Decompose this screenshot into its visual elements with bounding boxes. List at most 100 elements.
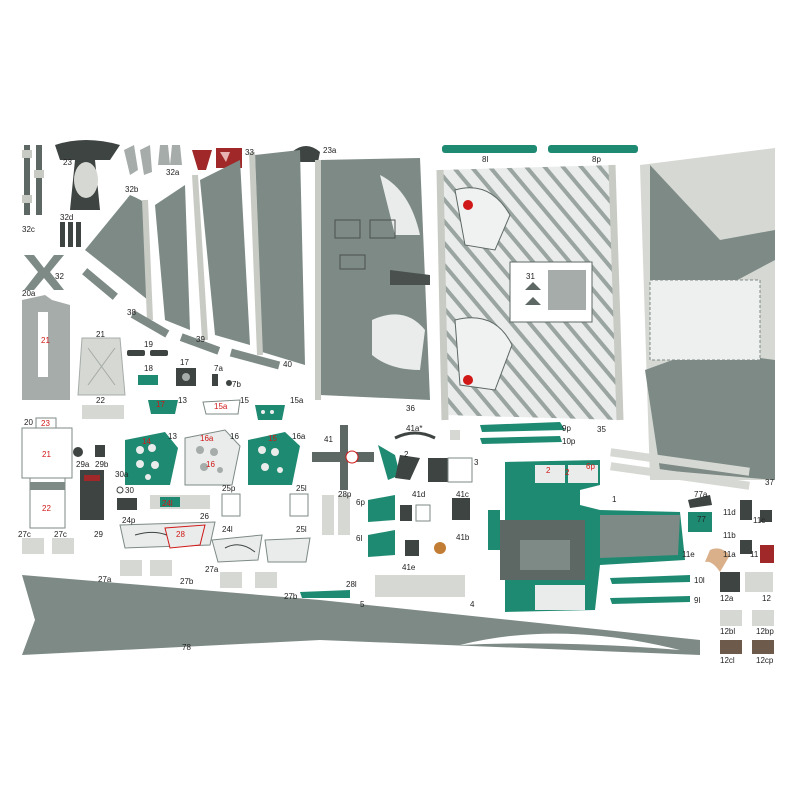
- part-label-9l: 9l: [694, 596, 701, 605]
- part-label-32d: 32d: [60, 213, 74, 222]
- part-label-9p: 9p: [562, 424, 571, 433]
- part-label-32a: 32a: [166, 168, 180, 177]
- part-label-25l: 25l: [296, 484, 307, 493]
- part-label-10p: 10p: [562, 437, 576, 446]
- part-label-23: 23: [63, 158, 72, 167]
- part-label-27b-2: 27b: [284, 592, 298, 601]
- part-label-32: 32: [55, 272, 64, 281]
- part-label-77: 77: [697, 515, 706, 524]
- panel-15a: [202, 399, 241, 415]
- part-label-29a: 29a: [76, 460, 90, 469]
- strip-part-5: [300, 590, 350, 598]
- part-29-box: [80, 470, 104, 520]
- clamp-parts-32d: [60, 222, 81, 247]
- parts-9p-10p: [480, 422, 565, 444]
- part-label-15a: 15a: [290, 396, 304, 405]
- part-mark-16a: 16a: [200, 434, 214, 443]
- cockpit-side-25l: [264, 537, 311, 563]
- part-label-5: 5: [360, 600, 365, 609]
- seat-base-20: [21, 417, 73, 529]
- part-label-8l: 8l: [482, 155, 489, 164]
- part-label-13: 13: [168, 432, 177, 441]
- part-label-10l: 10l: [694, 576, 705, 585]
- part-mark-28: 28: [176, 530, 185, 539]
- part-label-11d: 11d: [723, 508, 736, 517]
- part-label-12bl: 12bl: [720, 627, 736, 636]
- tiny-parts-7: [212, 374, 232, 386]
- part-mark-17: 17: [156, 400, 165, 409]
- part-label-19: 19: [144, 340, 153, 349]
- part-label-7b: 7b: [232, 380, 241, 389]
- part-label-32c: 32c: [22, 225, 35, 234]
- part-label-15: 15: [240, 396, 249, 405]
- part-label-8p: 8p: [592, 155, 601, 164]
- part-mark-2b: 2: [565, 468, 570, 477]
- part-label-27a-2: 27a: [205, 565, 219, 574]
- rib-parts-38-40: [82, 150, 305, 370]
- parts-29a-29b: [73, 445, 105, 457]
- instrument-17: [176, 368, 196, 386]
- part-label-11: 11: [750, 550, 759, 559]
- seat-back-20a: [22, 295, 70, 400]
- part-label-18: 18: [144, 364, 153, 373]
- part-label-29: 29: [94, 530, 103, 539]
- part-label-16a: 16a: [292, 432, 306, 441]
- cockpit-side-28: [164, 524, 206, 549]
- part-label-41: 41: [324, 435, 333, 444]
- part-label-11e: 11e: [682, 550, 695, 559]
- part-mark-23: 23: [41, 419, 50, 428]
- part-label-12: 12: [762, 594, 771, 603]
- fuselage-panel-36: [315, 158, 430, 400]
- part-label-78: 78: [182, 643, 191, 652]
- bar-parts-8: [442, 145, 638, 153]
- part-label-32b: 32b: [125, 185, 139, 194]
- cockpit-side-24l: [211, 534, 263, 563]
- part-label-30a: 30a: [115, 470, 129, 479]
- part-label-7a: 7a: [214, 364, 223, 373]
- parts-30: [116, 486, 137, 510]
- part-mark-15: 15: [268, 434, 277, 443]
- part-label-24l: 24l: [222, 525, 233, 534]
- fuselage-panel-35: [436, 164, 624, 421]
- small-parts-19-18: [127, 350, 168, 385]
- part-label-21: 21: [96, 330, 105, 339]
- part-mark-16: 16: [206, 460, 215, 469]
- part-label-39: 39: [196, 335, 205, 344]
- part-label-3: 3: [474, 458, 479, 467]
- part-label-41b: 41b: [456, 533, 470, 542]
- part-label-12cp: 12cp: [756, 656, 774, 665]
- parts-12: [720, 572, 774, 654]
- part-label-25l-2: 25l: [296, 525, 307, 534]
- part-mark-6p: 6p: [586, 462, 595, 471]
- part-mark-14: 14: [142, 437, 151, 446]
- parts-25: [221, 493, 309, 517]
- bracket-parts-32b: [124, 145, 152, 175]
- strip-parts-right: [610, 448, 750, 490]
- part-label-40: 40: [283, 360, 292, 369]
- part-label-6l: 6l: [356, 534, 363, 543]
- part-label-16: 16: [230, 432, 239, 441]
- part-label-2: 2: [404, 450, 409, 459]
- part-label-41c: 41c: [456, 490, 469, 499]
- tail-part-41: [312, 425, 374, 490]
- parts-28p-6p: [322, 495, 395, 557]
- wing-part-37: [640, 148, 775, 480]
- part-label-12a: 12a: [720, 594, 734, 603]
- part-label-20: 20: [24, 418, 33, 427]
- part-label-31: 31: [526, 272, 535, 281]
- part-mark-15a: 15a: [214, 402, 228, 411]
- parts-41bcde: [375, 498, 470, 597]
- parts-10l-9l: [610, 575, 690, 604]
- part-label-27c-2: 27c: [54, 530, 67, 539]
- part-24l-26: [150, 495, 210, 509]
- part-label-17: 17: [180, 358, 189, 367]
- part-label-35: 35: [597, 425, 606, 434]
- part-label-41a: 41a*: [406, 424, 423, 433]
- part-mark-22: 22: [42, 504, 51, 513]
- part-label-41e: 41e: [402, 563, 416, 572]
- part-41a: [394, 430, 460, 440]
- panel-15: [255, 405, 285, 420]
- part-mark-24l: 24l: [162, 499, 173, 508]
